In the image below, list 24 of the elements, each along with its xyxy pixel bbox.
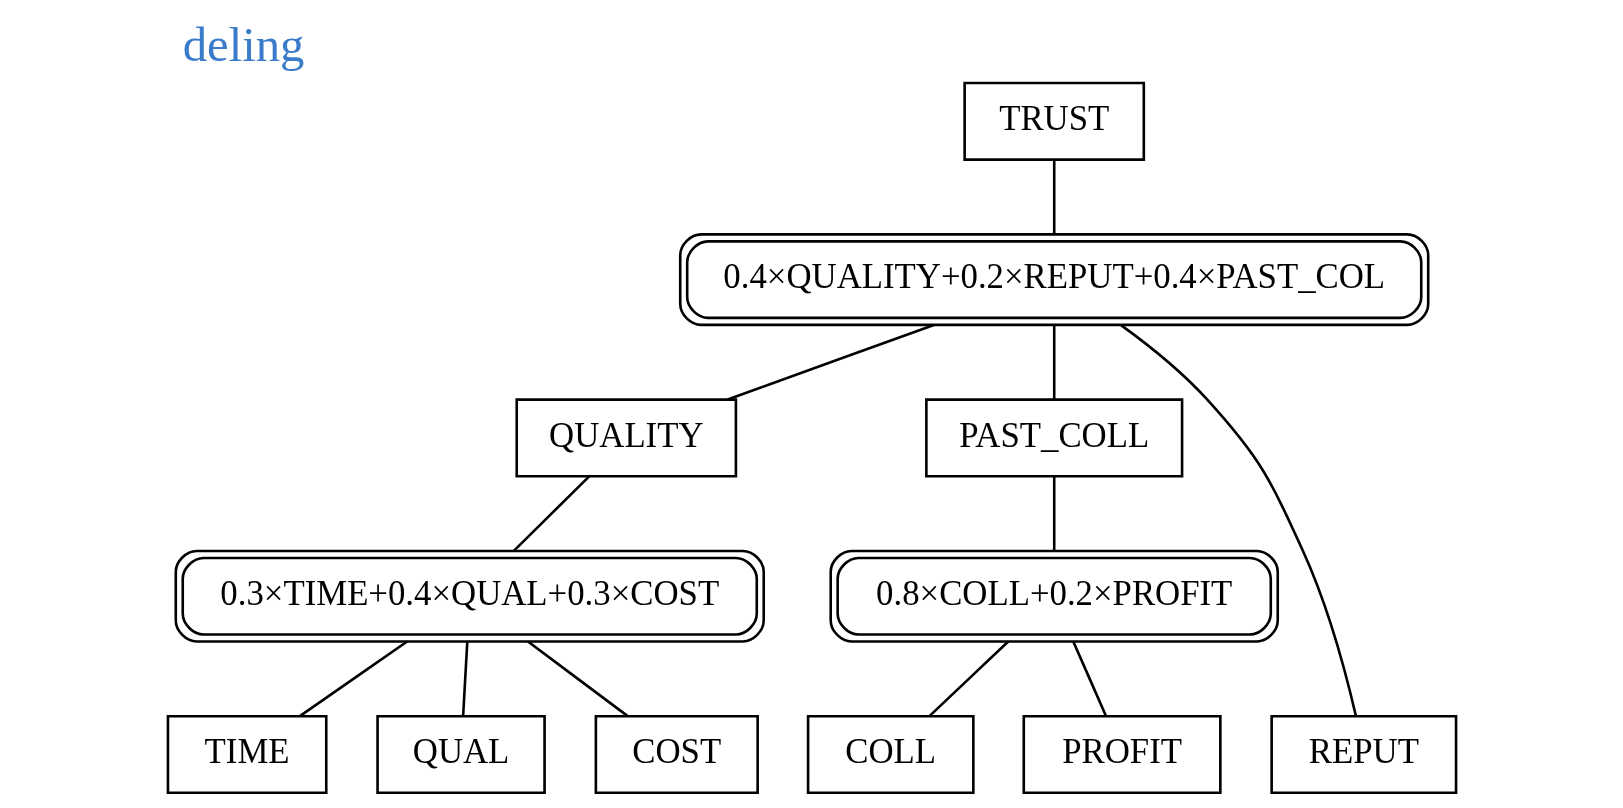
connector	[298, 640, 408, 717]
connector	[1119, 324, 1357, 717]
node-box: TIME	[166, 714, 328, 795]
node-box: 0.8×COLL+0.2×PROFIT	[828, 549, 1279, 643]
connector	[512, 475, 590, 552]
connector	[1052, 159, 1056, 235]
node-box: 0.4×QUALITY+0.2×REPUT+0.4×PAST_COL	[678, 233, 1429, 327]
node-box: QUALITY	[514, 398, 737, 478]
node-box: 0.3×TIME+0.4×QUAL+0.3×COST	[174, 549, 765, 643]
connector	[726, 323, 934, 401]
connector	[1071, 641, 1107, 717]
node-box: TRUST	[962, 81, 1145, 161]
connector	[461, 641, 469, 717]
node-box: PROFIT	[1021, 714, 1222, 795]
connector	[526, 640, 628, 717]
connector	[1052, 476, 1056, 551]
node-box: QUAL	[375, 714, 546, 795]
node-box: COLL	[806, 714, 975, 795]
connector	[1052, 325, 1056, 400]
node-box: PAST_COLL	[924, 398, 1183, 478]
node-box: REPUT	[1269, 714, 1457, 795]
node-box: COST	[594, 714, 759, 795]
diagram-title: deling	[182, 18, 304, 73]
connector	[928, 640, 1009, 717]
